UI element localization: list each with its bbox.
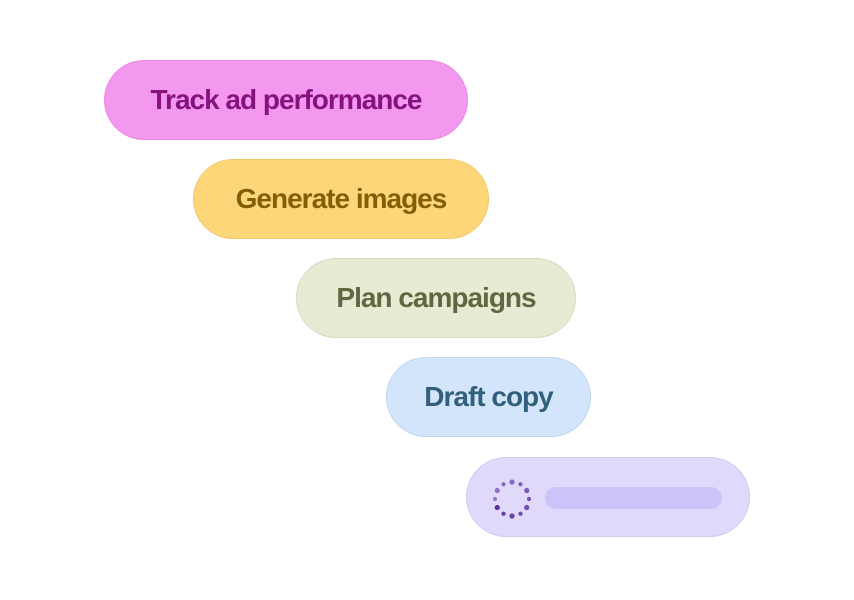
task-pill-generate-images[interactable]: Generate images [193, 159, 489, 239]
spinner-dot [494, 504, 500, 511]
task-label: Track ad performance [150, 84, 422, 115]
loading-spinner-icon [492, 479, 532, 519]
spinner-dot [509, 479, 515, 485]
spinner-dot [501, 482, 506, 487]
spinner-dot [492, 496, 498, 502]
task-pill-track-ad-performance[interactable]: Track ad performance [104, 60, 468, 140]
loading-placeholder-bar [545, 487, 722, 509]
task-label: Plan campaigns [336, 282, 536, 313]
task-pill-plan-campaigns[interactable]: Plan campaigns [296, 258, 576, 338]
spinner-dot [524, 504, 530, 511]
task-pill-draft-copy[interactable]: Draft copy [386, 357, 591, 437]
task-pill-loading [466, 457, 750, 537]
spinner-dot [494, 487, 500, 494]
spinner-dot [518, 511, 523, 516]
spinner-dot [501, 511, 506, 516]
task-label: Generate images [235, 183, 448, 214]
spinner-dot [526, 496, 532, 502]
task-label: Draft copy [424, 381, 553, 412]
spinner-dot [518, 482, 523, 487]
spinner-dot [509, 513, 515, 519]
spinner-dot [524, 487, 530, 494]
